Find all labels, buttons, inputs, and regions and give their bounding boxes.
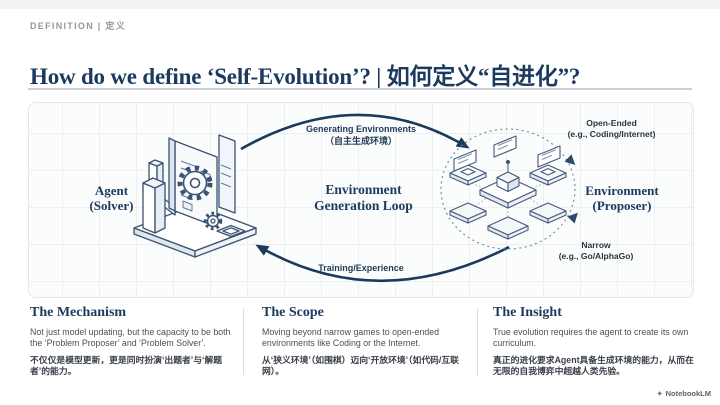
column-scope-heading: The Scope: [262, 305, 324, 320]
open-ended-line2: (e.g., Coding/Internet): [567, 128, 656, 139]
agent-solver-label: Agent (Solver): [59, 183, 164, 214]
top-arrow-label-line1: Generating Environments: [305, 124, 417, 134]
diagram-canvas: Agent (Solver) Environment Generation Lo…: [28, 102, 694, 298]
column-mechanism: The Mechanism Not just model updating, b…: [30, 305, 233, 378]
narrow-label: Narrow (e.g., Go/AlphaGo): [536, 240, 656, 261]
generating-environments-label: Generating Environments （自主生成环境）: [281, 124, 441, 147]
open-ended-line1: Open-Ended: [586, 118, 637, 128]
narrow-line2: (e.g., Go/AlphaGo): [558, 250, 634, 261]
open-ended-label: Open-Ended (e.g., Coding/Internet): [549, 118, 674, 139]
environment-generation-loop-label: Environment Generation Loop: [291, 182, 436, 214]
column-scope: The Scope Moving beyond narrow games to …: [262, 305, 463, 378]
column-insight-body-en: True evolution requires the agent to cre…: [493, 327, 689, 349]
environment-proposer-label: Environment (Proposer): [566, 183, 678, 214]
column-mechanism-body-zh: 不仅仅是模型更新，更是同时扮演‘出题者’与‘解题者’的能力。: [30, 354, 223, 377]
column-mechanism-heading: The Mechanism: [30, 305, 127, 320]
environment-world-illustration: [449, 135, 567, 240]
column-scope-body-en: Moving beyond narrow games to open-ended…: [262, 327, 440, 349]
training-experience-label: Training/Experience: [318, 263, 404, 273]
column-scope-body-zh: 从‘狭义环境’（如围棋）迈向‘开放环境’（如代码/互联网）。: [262, 354, 459, 377]
column-divider-1: [243, 309, 244, 375]
top-arrow-label-line2: （自主生成环境）: [324, 135, 397, 146]
title-divider: [28, 88, 692, 90]
agent-label-line1: Agent: [94, 183, 129, 198]
eyebrow-label: DEFINITION | 定义: [30, 21, 127, 31]
agent-machine-illustration: [133, 134, 257, 258]
column-divider-2: [477, 309, 478, 375]
agent-label-line2: (Solver): [89, 198, 134, 214]
column-insight-body-zh: 真正的进化要求Agent具备生成环境的能力，从而在无限的自我博弈中超越人类先验。: [493, 354, 694, 377]
center-label-line1: Environment: [325, 182, 402, 197]
page-title: How do we define ‘Self-Evolution’? | 如何定…: [30, 64, 581, 90]
notebooklm-watermark-text: NotebookLM: [665, 389, 711, 398]
column-insight-heading: The Insight: [493, 305, 562, 320]
env-label-line1: Environment: [585, 183, 659, 198]
column-insight: The Insight True evolution requires the …: [493, 305, 698, 378]
top-strip: [0, 0, 720, 9]
narrow-line1: Narrow: [581, 240, 611, 250]
center-label-line2: Generation Loop: [314, 197, 413, 213]
column-mechanism-body-en: Not just model updating, but the capacit…: [30, 327, 231, 349]
notebooklm-icon: ✦: [656, 390, 663, 398]
notebooklm-watermark: ✦ NotebookLM: [657, 389, 711, 398]
env-label-line2: (Proposer): [592, 198, 652, 214]
